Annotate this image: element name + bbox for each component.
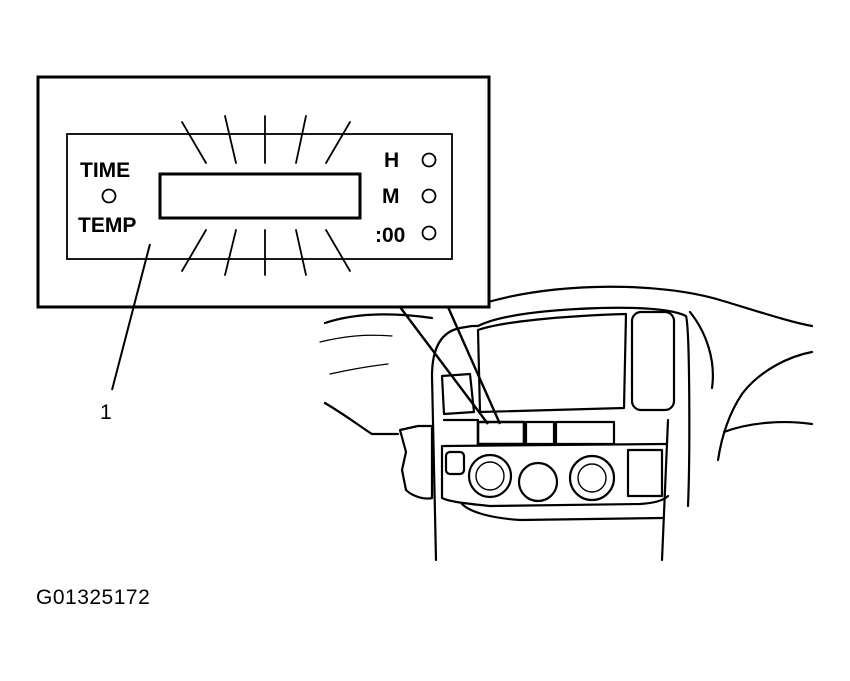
minute-button-icon (421, 188, 437, 204)
dash-right-contour (716, 350, 814, 462)
dash-top-contour (486, 285, 814, 328)
clock-lcd-window (158, 172, 362, 220)
center-stack-bezel (430, 306, 691, 508)
right-panel-pocket (626, 448, 664, 498)
climate-panel (440, 444, 670, 508)
dash-right-lower (722, 420, 814, 434)
climate-small-button (444, 450, 466, 476)
zero-button-icon (421, 225, 437, 241)
flash-rays (181, 115, 351, 276)
left-lower-trim (398, 424, 434, 500)
dash-button-panel (554, 420, 616, 446)
inset-callout: TIME TEMP H M :00 (36, 75, 491, 309)
time-temp-button-icon (101, 188, 117, 204)
climate-panel-lower (460, 502, 664, 522)
right-vent (630, 310, 676, 412)
item-1-leader-line (111, 243, 151, 391)
dash-panel-line (442, 418, 668, 448)
item-1-number: 1 (100, 401, 112, 424)
clock-faceplate (66, 133, 453, 260)
dash-clock-display (476, 420, 526, 446)
temp-knob-inner (577, 463, 607, 493)
time-label: TIME (80, 159, 130, 182)
dash-side-curve (688, 310, 714, 390)
center-stack-left-edge (430, 374, 438, 562)
minute-button-label: M (382, 185, 400, 208)
hour-button-icon (421, 152, 437, 168)
mode-knob (517, 461, 559, 503)
temp-knob (568, 454, 616, 502)
dashboard-illustration (319, 285, 814, 562)
left-vent (440, 372, 476, 416)
screen-outline (476, 312, 628, 414)
hour-button-label: H (384, 149, 399, 172)
fan-knob (467, 453, 513, 499)
callout-leader (399, 306, 502, 425)
fan-knob-inner (475, 461, 505, 491)
figure-id: G01325172 (36, 586, 151, 609)
center-stack-right-edge (660, 418, 670, 562)
a-pillar-trim (323, 313, 434, 436)
zero-button-label: :00 (375, 224, 405, 247)
temp-label: TEMP (78, 214, 136, 237)
windshield-shading (319, 334, 393, 375)
dash-button-left (524, 420, 556, 446)
